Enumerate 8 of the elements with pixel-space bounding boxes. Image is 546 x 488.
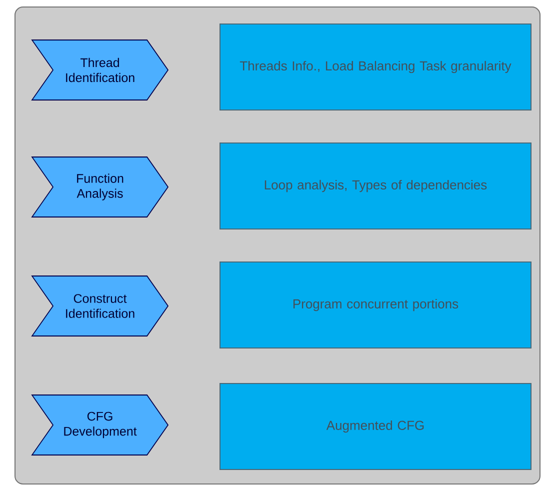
info-box: Loop analysis, Types of dependencies xyxy=(220,142,532,230)
chevron-step: Construct Identification xyxy=(31,276,169,336)
info-box: Augmented CFG xyxy=(220,383,532,470)
chevron-step: Function Analysis xyxy=(31,156,169,218)
info-box: Threads Info., Load Balancing Task granularity xyxy=(220,24,532,110)
chevron-step: CFG Development xyxy=(31,394,169,456)
info-box: Program concurrent portions xyxy=(220,262,532,348)
chevron-step: Thread Identification xyxy=(31,40,169,100)
